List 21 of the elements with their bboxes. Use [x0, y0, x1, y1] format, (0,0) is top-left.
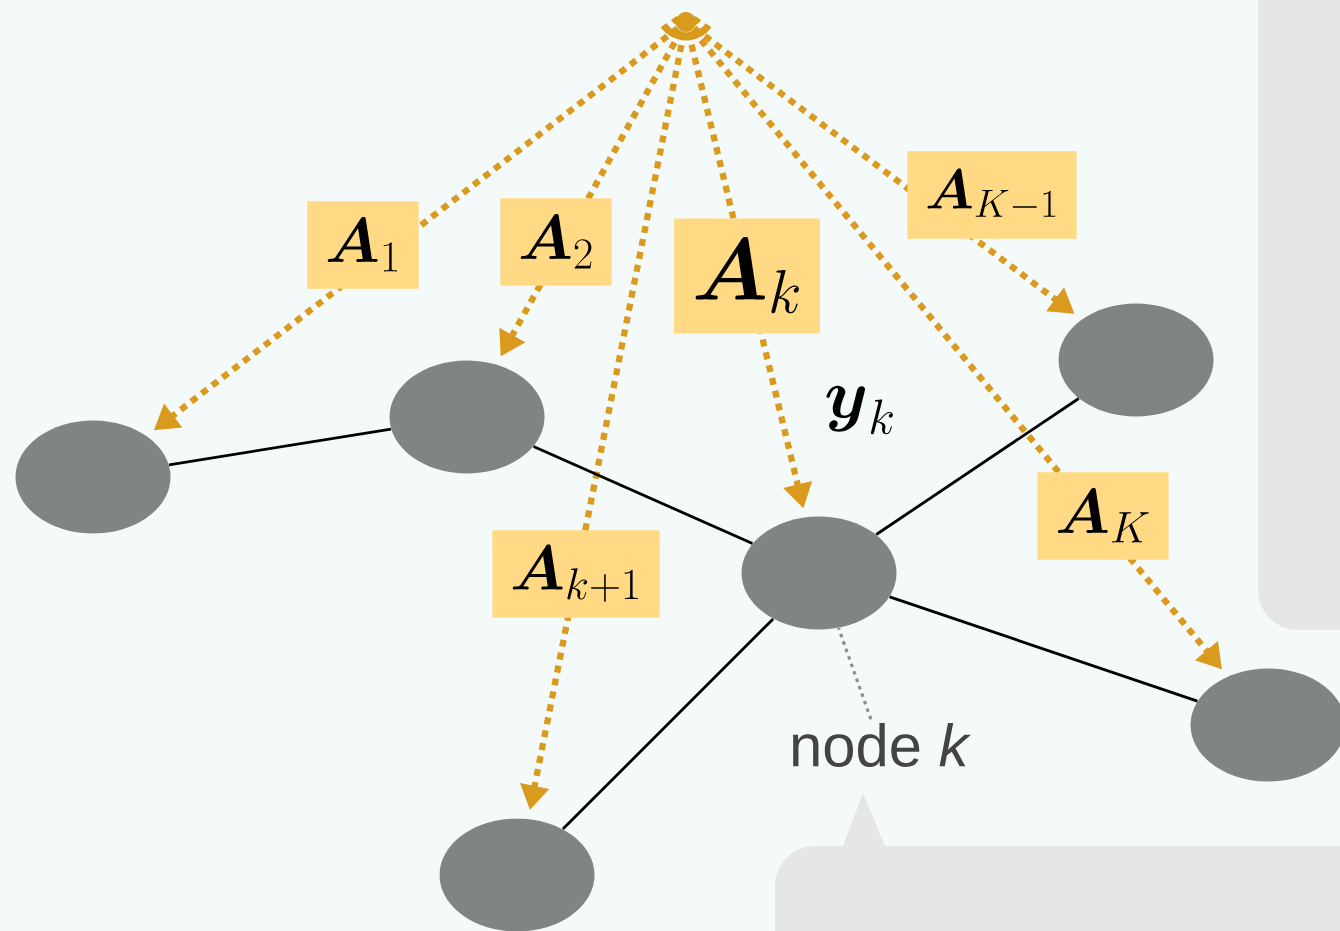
graph-node: [1058, 303, 1214, 417]
connector-line: [168, 427, 392, 467]
edge-label: $\boldsymbol{A}_{k+1}$: [492, 530, 660, 618]
graph-node: [439, 818, 595, 931]
graph-node: [741, 516, 897, 630]
connector-line: [533, 445, 754, 545]
graph-node: [15, 420, 171, 534]
graph-node: [389, 360, 545, 474]
leader-line: [837, 627, 873, 720]
graph-node: [1190, 668, 1340, 782]
edge-label: $\boldsymbol{A}_1$: [307, 201, 419, 289]
edge-label: $\boldsymbol{A}_2$: [500, 198, 612, 286]
edge-label: $\boldsymbol{A}_K$: [1037, 472, 1169, 560]
math-label: $\boldsymbol{y}_k$: [826, 385, 893, 435]
broadcast-icon: [660, 12, 712, 41]
edge-label: $\boldsymbol{A}_k$: [674, 218, 820, 334]
connector-line: [889, 595, 1198, 703]
node-label: node k: [793, 723, 971, 767]
edge-label: $\boldsymbol{A}_{K-1}$: [907, 151, 1077, 239]
connector-line: [561, 617, 775, 831]
connector-line: [875, 397, 1080, 536]
